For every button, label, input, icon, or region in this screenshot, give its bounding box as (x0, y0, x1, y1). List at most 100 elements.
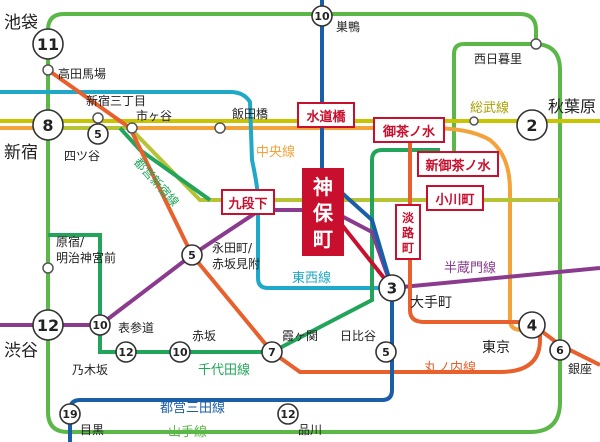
line-label-yamanote: 山手線 (168, 424, 207, 440)
minute-badge-text-omotesando: 10 (92, 319, 108, 332)
minute-badges: 11 10 8 5 2 5 3 4 12 10 12 10 7 5 6 19 12 (32, 5, 571, 425)
station-labels: 池袋 巣鴨 西日暮里 高田馬場 秋葉原 新宿三丁目 市ヶ谷 飯田橋 新宿 四ツ谷… (4, 13, 596, 437)
minute-badge-text-ginza: 6 (556, 344, 564, 357)
awajicho-box (395, 204, 421, 260)
label-nishinippori: 西日暮里 (474, 52, 522, 66)
label-otemachi: 大手町 (410, 295, 452, 311)
suidobashi-label: 水道橋 (306, 109, 346, 125)
station-dot-iidabashi (214, 122, 226, 134)
minute-badge-yotsuya (87, 123, 109, 145)
line-label-chiyoda: 千代田線 (198, 362, 250, 378)
label-nagatacho-2: 赤坂見附 (212, 257, 260, 271)
station-dot-takadanobaba (42, 64, 54, 76)
line-label-hanzomon: 半蔵門線 (444, 260, 496, 276)
yamanote-line (46, 42, 562, 434)
kudanshita-box (221, 189, 275, 215)
chuo-line (0, 126, 523, 332)
minute-badge-text-yotsuya: 5 (94, 128, 102, 141)
minute-badge-text-kasumigaseki: 7 (268, 346, 276, 359)
line-label-mita: 都営三田線 (160, 400, 225, 416)
minute-badge-ikebukuro (32, 28, 64, 60)
minute-badge-text-meguro: 19 (62, 408, 77, 421)
minute-badge-omotesando (89, 314, 111, 336)
minute-badge-text-sugamo: 10 (314, 10, 330, 23)
ogawamachi-label: 小川町 (435, 193, 474, 208)
label-takadanobaba: 高田馬場 (58, 66, 106, 81)
label-ichigaya: 市ヶ谷 (136, 108, 172, 123)
label-iidabashi: 飯田橋 (232, 106, 268, 121)
label-harajuku-1: 原宿/ (56, 234, 85, 249)
label-tokyo: 東京 (482, 340, 510, 356)
jimbocho-char-3: 町 (313, 227, 333, 251)
namboku-line (0, 90, 386, 290)
highlighted-stations: 水道橋 御茶ノ水 新御茶ノ水 小川町 九段下 淡 路 町 神 保 町 (221, 102, 499, 260)
minute-badge-text-hibiya: 5 (382, 346, 390, 359)
minute-badge-text-nagatacho: 5 (188, 249, 196, 262)
awajicho-char-3: 町 (402, 241, 414, 255)
minute-badge-text-otemachi: 3 (387, 279, 397, 297)
minute-badge-nagatacho (181, 244, 203, 266)
kudanshita-label: 九段下 (227, 196, 267, 212)
line-label-sobu: 総武線 (470, 100, 509, 116)
minute-badge-akihabara (516, 109, 548, 141)
line-label-chuo: 中央線 (256, 144, 295, 160)
label-sugamo: 巣鴨 (336, 20, 360, 34)
minute-badge-kasumigaseki (261, 341, 283, 363)
jimbocho-char-1: 神 (313, 175, 333, 199)
suidobashi-box (297, 102, 355, 128)
label-shinjuku: 新宿 (4, 143, 38, 163)
minute-badge-ginza (549, 339, 571, 361)
label-hibiya: 日比谷 (340, 329, 376, 343)
minute-badge-hibiya (375, 341, 397, 363)
minute-badge-text-shinagawa: 12 (280, 408, 295, 421)
ogawamachi-box (426, 185, 484, 211)
label-shibuya: 渋谷 (4, 341, 38, 361)
label-meguro: 目黒 (80, 423, 104, 437)
label-yotsuya: 四ツ谷 (64, 149, 100, 163)
label-akasaka: 赤坂 (192, 329, 216, 343)
label-omotesando: 表参道 (118, 320, 154, 335)
minute-badge-nogizaka (115, 341, 137, 363)
jimbocho-char-2: 保 (312, 201, 334, 225)
minute-badge-shinagawa (277, 403, 299, 425)
station-dot-harajuku (42, 262, 54, 274)
minute-badge-text-akihabara: 2 (526, 116, 537, 135)
awajicho-char-1: 淡 (402, 211, 415, 225)
minute-badge-text-nogizaka: 12 (118, 346, 133, 359)
station-markers (42, 38, 542, 274)
minute-badge-text-shinjuku: 8 (42, 116, 53, 135)
minute-badge-akasaka (169, 341, 191, 363)
ochanomizu-label: 御茶ノ水 (382, 124, 436, 140)
label-ginza: 銀座 (568, 361, 592, 376)
ochanomizu-box (373, 117, 445, 143)
line-label-marunouchi: 丸ノ内線 (424, 360, 476, 376)
minute-badge-text-akasaka: 10 (172, 346, 188, 359)
shin-ochanomizu-label: 新御茶ノ水 (425, 158, 491, 174)
label-nogizaka: 乃木坂 (72, 363, 108, 377)
minute-badge-text-tokyo: 4 (527, 316, 537, 334)
line-label-tozai: 東西線 (292, 270, 331, 286)
awajicho-char-2: 路 (402, 225, 415, 240)
minute-badge-sugamo (311, 5, 333, 27)
label-kasumigaseki: 霞ヶ関 (282, 329, 318, 343)
jimbocho-box (302, 168, 344, 256)
label-harajuku-2: 明治神宮前 (56, 250, 116, 265)
minute-badge-text-ikebukuro: 11 (37, 35, 59, 54)
minute-badge-shibuya (32, 309, 64, 341)
label-nagatacho-1: 永田町/ (212, 241, 253, 255)
station-dot-ichigaya (126, 122, 138, 134)
minute-badge-meguro (59, 403, 81, 425)
label-ikebukuro: 池袋 (4, 13, 38, 33)
minute-badge-otemachi (378, 274, 406, 302)
station-dot-nishinippori (530, 38, 542, 50)
station-dot-yellow-akihabara (469, 116, 479, 126)
shin-ochanomizu-box (417, 151, 499, 177)
label-shinagawa: 品川 (298, 423, 322, 437)
label-akihabara: 秋葉原 (548, 97, 596, 116)
minute-badge-text-shibuya: 12 (37, 316, 59, 335)
minute-badge-tokyo (518, 311, 546, 339)
marunouchi-line-2 (408, 126, 526, 324)
label-shinjuku-sanchome: 新宿三丁目 (86, 93, 146, 108)
yamanote-line-top (46, 12, 538, 50)
